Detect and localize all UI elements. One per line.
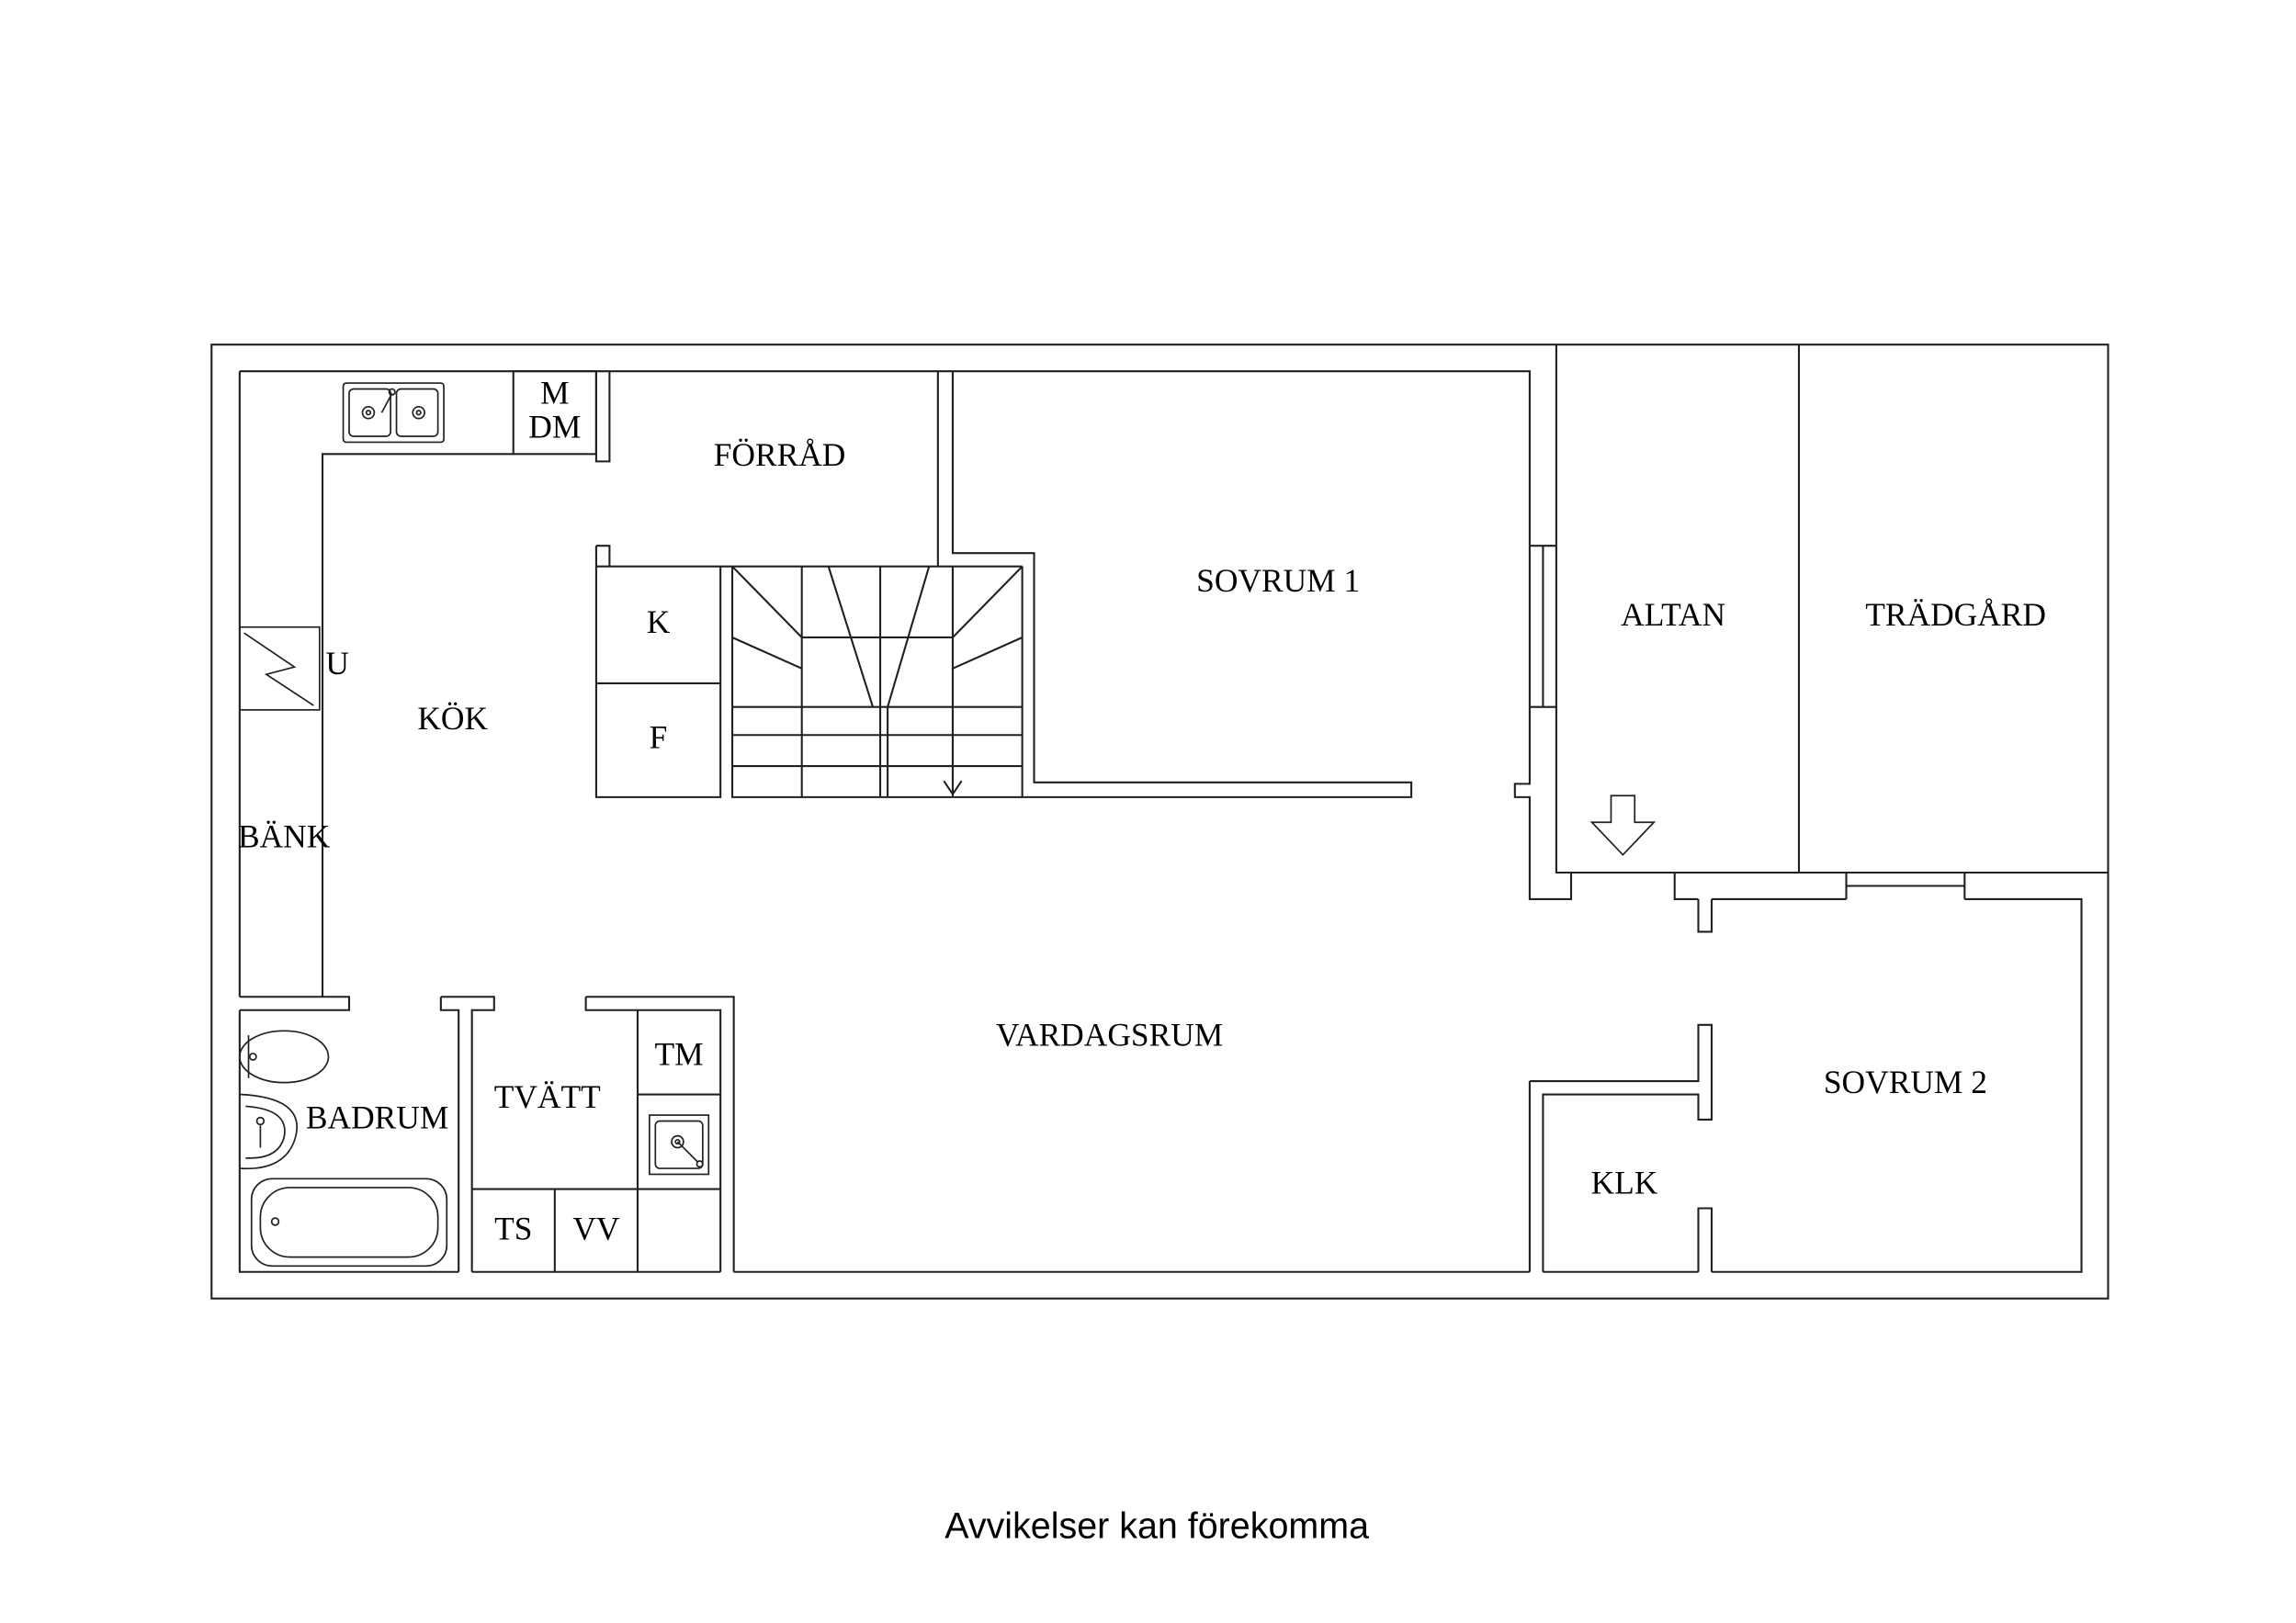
label-sovrum-1: SOVRUM 1 [1196, 562, 1360, 599]
tvatt-cabinets [471, 1009, 721, 1272]
utility-sink-faucet [676, 1141, 699, 1164]
stove-zigzag [243, 632, 314, 706]
label-tm: TM [655, 1035, 704, 1072]
exterior-wall-inner-face [238, 370, 2083, 1273]
label-ts: TS [494, 1210, 532, 1246]
staircase-icon [730, 565, 1024, 798]
badrum-tvatt-wall [439, 996, 495, 1272]
washbasin-icon [239, 1093, 298, 1170]
bathtub-drain [270, 1217, 280, 1226]
sovrum-2-window [1845, 872, 1966, 899]
klk-walls [1528, 1023, 1714, 1272]
utility-sink-drain [671, 1134, 684, 1149]
sink-drain-left [361, 405, 376, 420]
kitchen-counter [321, 453, 514, 997]
label-tvatt: TVÄTT [494, 1078, 601, 1115]
utility-sink-icon [649, 1114, 710, 1176]
forrad-sovrum-1-wall [936, 371, 1413, 798]
label-altan: ALTAN [1621, 596, 1725, 633]
sovrum-2-door-stub [1697, 898, 1714, 933]
bathtub-icon [250, 1178, 448, 1268]
label-kok: KÖK [417, 700, 488, 737]
stove-outline [239, 626, 321, 711]
forrad-left-wall [594, 371, 611, 463]
sink-drain-left-inner [365, 410, 372, 416]
stove-icon [239, 626, 321, 711]
label-k: K [647, 603, 671, 640]
label-badrum: BADRUM [306, 1099, 448, 1136]
utility-sink-drain-inner [674, 1138, 681, 1145]
property-boundary [210, 344, 2109, 1300]
disclaimer-note: Avvikelser kan förekomma [944, 1506, 1369, 1547]
sink-drain-right-inner [415, 410, 422, 416]
label-sovrum-2: SOVRUM 2 [1824, 1064, 1987, 1100]
label-vv: VV [572, 1210, 620, 1246]
bank-badrum-wall [239, 996, 351, 1011]
altan-outline [1555, 344, 2109, 874]
label-dm: DM [528, 409, 581, 445]
sink-outline [342, 382, 445, 444]
bathtub-basin [259, 1187, 439, 1258]
entrance-arrow-icon [1589, 795, 1657, 856]
room-labels: FÖRRÅD SOVRUM 1 ALTAN TRÄDGÅRD KÖK BÄNK … [238, 436, 2046, 1200]
sink-basin-left [348, 388, 391, 437]
floor-plan-lines [210, 344, 2109, 1300]
sink-basin-right [395, 388, 439, 437]
label-f: F [650, 719, 668, 756]
washbasin-outline [239, 1093, 298, 1170]
toilet-flush [248, 1053, 257, 1061]
utility-sink-outline [649, 1114, 710, 1176]
sink-faucet-head [388, 388, 396, 396]
label-vardagsrum: VARDAGSRUM [996, 1016, 1223, 1053]
sink-drain-right [412, 405, 425, 420]
label-m: M [540, 375, 569, 411]
washbasin-bowl [245, 1105, 286, 1159]
utility-sink-faucet-head [696, 1160, 704, 1168]
fixture-labels: M DM K F U TM TS VV [325, 375, 703, 1247]
stair-direction-arrow [943, 780, 963, 796]
toilet-icon [239, 1030, 330, 1084]
kf-cabinets [594, 545, 1023, 798]
label-bank: BÄNK [238, 818, 331, 855]
label-forrad: FÖRRÅD [714, 436, 846, 473]
washbasin-drain [255, 1116, 266, 1126]
label-tradgard: TRÄDGÅRD [1865, 596, 2046, 633]
utility-sink-basin [654, 1120, 704, 1169]
bathtub-outline [250, 1178, 448, 1268]
label-u: U [325, 645, 349, 682]
tvatt-vardagsrum-wall [584, 996, 735, 1272]
kitchen-sink-icon [342, 382, 445, 444]
sovrum-1-window [1528, 545, 1556, 708]
toilet-bowl [239, 1030, 330, 1084]
sink-faucet [380, 392, 393, 413]
label-klk: KLK [1591, 1164, 1658, 1200]
